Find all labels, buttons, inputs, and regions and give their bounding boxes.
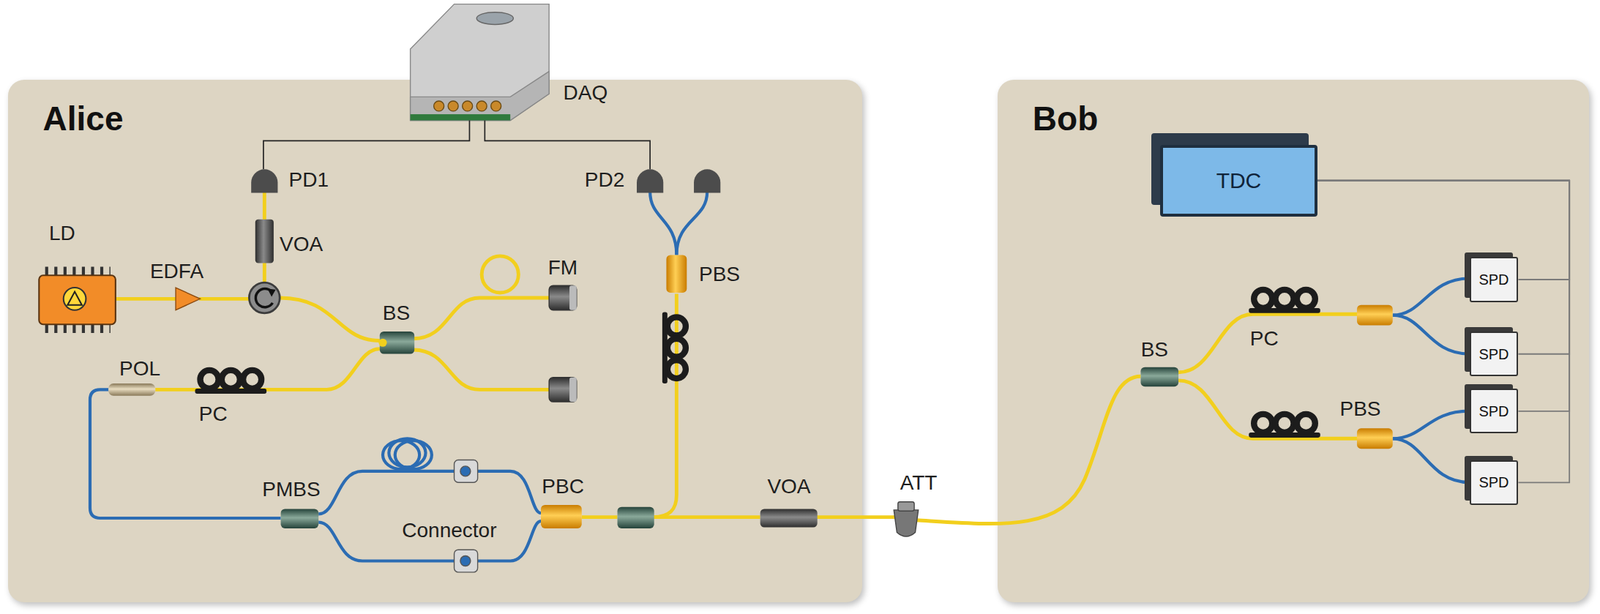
panel-heading: Alice — [43, 100, 124, 138]
part-label: PBS — [1339, 398, 1381, 421]
signal-wire — [1317, 180, 1570, 412]
part-label: BS — [1141, 338, 1169, 362]
detector-box: SPD — [1469, 460, 1519, 506]
pbs-symbol — [666, 254, 687, 293]
attenuator — [893, 502, 918, 537]
part-label: PBS — [698, 263, 740, 287]
pbc-symbol — [540, 505, 582, 529]
daq-wire — [263, 120, 650, 170]
part-label: PBC — [541, 475, 585, 499]
voa-symbol — [760, 508, 818, 527]
part-label: ATT — [900, 472, 938, 495]
part-label: PD2 — [584, 169, 625, 192]
node-label: SPD — [1478, 346, 1509, 363]
part-label: PC — [1250, 327, 1279, 351]
part-label: VOA — [767, 475, 811, 499]
voa-symbol — [255, 219, 274, 264]
part-label: Connector — [401, 519, 497, 543]
signal-wire — [1317, 180, 1570, 484]
part-label: BS — [382, 302, 410, 325]
part-label: EDFA — [150, 260, 204, 284]
polarizer — [108, 383, 156, 396]
part-label: POL — [119, 357, 161, 381]
coupler — [281, 508, 320, 528]
part-label: FM — [548, 256, 578, 280]
coupler — [617, 507, 655, 529]
tdc-box: TDC — [1160, 144, 1318, 217]
part-label: LD — [49, 222, 76, 246]
node-label: SPD — [1478, 271, 1509, 288]
photodiode — [251, 169, 721, 193]
node-label: SPD — [1478, 403, 1509, 420]
part-label: VOA — [279, 233, 323, 257]
coupler — [1140, 367, 1179, 387]
detector-box: SPD — [1469, 256, 1519, 302]
pbs-symbol — [1356, 305, 1393, 326]
fiber — [115, 191, 1357, 525]
edfa-symbol — [175, 287, 200, 311]
daq-card — [410, 4, 550, 121]
detector-box: SPD — [1469, 388, 1519, 434]
pm-fiber — [90, 191, 1469, 562]
connector-symbol — [454, 460, 478, 573]
node-label: TDC — [1216, 168, 1262, 193]
laser-diode — [38, 271, 116, 329]
pbs-symbol — [1356, 428, 1393, 449]
panel-heading: Bob — [1032, 100, 1098, 138]
part-label: PD1 — [289, 169, 329, 192]
node-label: SPD — [1478, 474, 1509, 491]
signal-wire — [1317, 180, 1570, 280]
part-label: PC — [199, 403, 228, 426]
detector-box: SPD — [1469, 331, 1519, 377]
part-label: DAQ — [563, 81, 609, 105]
circulator — [248, 282, 280, 314]
signal-wire — [1317, 180, 1570, 355]
panel: BobTDC SPD SPD SPD SPD — [997, 79, 1589, 603]
part-label: PMBS — [262, 478, 320, 502]
